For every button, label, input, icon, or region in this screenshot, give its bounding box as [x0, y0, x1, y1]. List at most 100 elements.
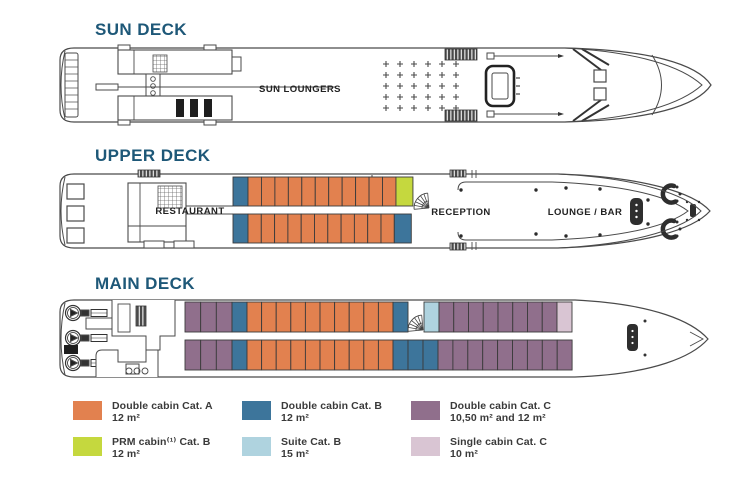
cabin-double-a	[290, 339, 306, 371]
sun-lounger-marks	[383, 61, 459, 111]
cabin-double-a	[290, 301, 306, 333]
cabin-double-a	[260, 213, 276, 244]
lounge-outline	[457, 181, 689, 241]
cabin-double-a	[275, 301, 292, 333]
legend-swatch-single-c	[411, 436, 440, 456]
legend-label-size: 12 m²	[281, 412, 309, 425]
cabin-double-c	[556, 339, 573, 371]
lounge-bar-label: LOUNGE / BAR	[548, 207, 623, 218]
reception-tables	[459, 188, 463, 238]
cabin-double-a	[348, 301, 365, 333]
legend-label-name: Double cabin Cat. B	[281, 400, 383, 412]
upper-deck-title: UPPER DECK	[95, 146, 211, 165]
bow-tip-line	[689, 331, 704, 347]
legend-swatch-double-b	[242, 401, 271, 420]
aft-deckhouse-bottom	[117, 95, 233, 121]
cabin-double-a	[275, 339, 292, 371]
windbreak-chevrons	[572, 48, 610, 122]
upper-deck-cabins-bottom	[232, 213, 412, 244]
sun-deck-title: SUN DECK	[95, 20, 187, 39]
stairs-hatch-top	[444, 48, 478, 61]
cabin-double-a	[304, 339, 321, 371]
cabin-double-a	[287, 176, 303, 207]
cabin-double-a	[287, 213, 302, 244]
cabin-double-a	[380, 213, 395, 244]
cabin-double-a	[274, 213, 289, 244]
cabin-double-c	[468, 301, 484, 333]
cabin-double-a	[355, 176, 370, 207]
cabin-double-a	[363, 339, 379, 371]
cabin-double-c	[512, 301, 528, 333]
sun-loungers-label: SUN LOUNGERS	[259, 84, 341, 95]
upper-deck-plan: RESTAURANT RECEPTION LOUNGE / BAR	[59, 169, 711, 251]
cabin-double-a	[261, 339, 277, 371]
cabin-double-a	[246, 339, 263, 371]
legend-label-size: 10,50 m² and 12 m²	[450, 412, 546, 425]
mast	[95, 83, 335, 91]
main-deck-cabins-top-fwd	[423, 301, 573, 333]
cabin-double-c	[482, 301, 499, 333]
cabin-double-a	[301, 176, 316, 207]
cabin-double-a	[246, 301, 263, 333]
cabin-double-c	[541, 339, 558, 371]
legend-label-size: 15 m²	[281, 448, 309, 461]
cabin-double-c	[497, 301, 514, 333]
lounge-tables	[534, 186, 650, 238]
bow-inner-line	[557, 173, 702, 249]
cabin-double-b	[407, 339, 424, 371]
legend-label-size: 10 m²	[450, 448, 478, 461]
cabin-double-b	[231, 301, 248, 333]
cabin-double-c	[467, 339, 484, 371]
stairs-hatch-bottom	[444, 109, 478, 122]
ladder-top	[145, 73, 161, 97]
cabin-double-a	[348, 339, 365, 371]
aft-corridor-lines	[186, 205, 233, 215]
sun-deck-plan: SUN LOUNGERS	[59, 44, 712, 126]
antenna-top	[486, 52, 564, 60]
aft-deckhouse-top	[117, 49, 233, 75]
reception-hatches	[449, 169, 477, 251]
cabin-double-a	[377, 301, 394, 333]
cabin-double-c	[215, 339, 233, 371]
cabin-suite-b	[423, 301, 440, 333]
cabin-double-c	[453, 301, 469, 333]
main-deck-title: MAIN DECK	[95, 274, 195, 293]
cabin-double-a	[353, 213, 369, 244]
cabin-double-b	[422, 339, 439, 371]
cabin-double-c	[200, 339, 217, 371]
cabin-double-a	[300, 213, 315, 244]
cabin-double-c	[497, 339, 513, 371]
legend-label-size: 12 m²	[112, 448, 140, 461]
legend-label-name: Double cabin Cat. C	[450, 400, 552, 412]
cabin-double-a	[274, 176, 289, 207]
cabin-double-a	[261, 176, 276, 207]
cabin-double-c	[438, 301, 455, 333]
legend-label-name: Single cabin Cat. C	[450, 435, 547, 448]
cabin-double-b	[392, 301, 409, 333]
legend-swatch-prm-b	[73, 436, 102, 456]
cabin-prm-b	[395, 176, 414, 207]
cabin-double-c	[541, 301, 558, 333]
wheelhouse	[484, 64, 520, 108]
cabin-double-a	[314, 176, 330, 207]
deck-door	[231, 56, 242, 72]
cabin-double-c	[512, 339, 528, 371]
cabin-double-a	[341, 176, 357, 207]
cabin-double-c	[184, 301, 202, 333]
engine-room	[64, 300, 176, 377]
main-deck-cabins-bottom	[184, 339, 573, 371]
cabin-double-a	[327, 213, 342, 244]
upper-deck-cabins-top	[232, 176, 414, 207]
restaurant-label: RESTAURANT	[155, 206, 224, 217]
cabin-double-a	[247, 213, 262, 244]
